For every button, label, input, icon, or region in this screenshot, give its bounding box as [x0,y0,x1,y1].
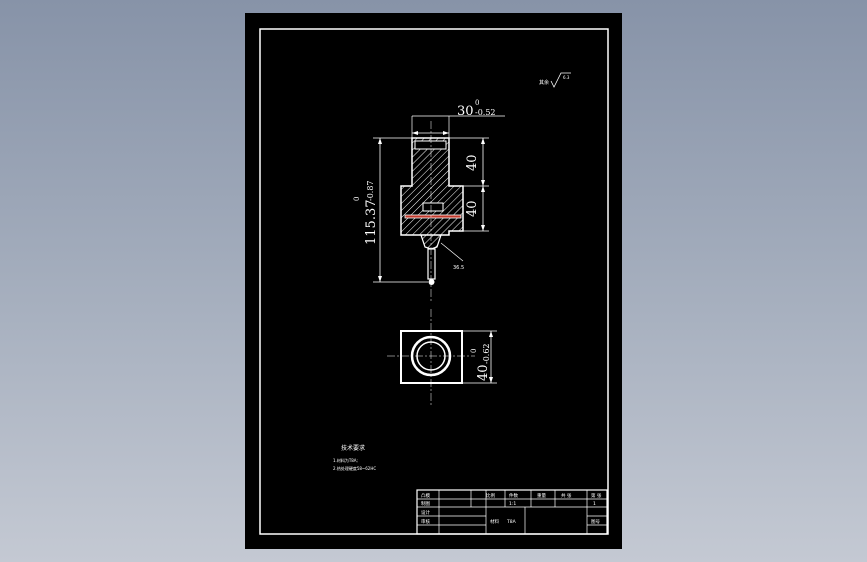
tb-qty-header: 件数 [509,492,518,499]
top-view: 40 0 -0.62 [387,309,497,405]
dim-total-height: 115.37 [364,200,379,246]
tb-scale-header: 比例 [486,492,495,499]
title-block-text: 凸模 比例 件数 重量 共 张 第 张 制图 1:1 1 设计 审核 材料 T8… [421,492,602,525]
notes-item-1: 1.材料为T8A; [333,457,358,463]
punch-body [400,137,464,236]
dim-chamfer: 36.5 [453,265,464,271]
notes-heading: 技术要求 [341,444,365,452]
dim-bottom-width-upper: 0 [470,349,478,353]
front-view: 30 0 -0.52 [353,99,505,303]
technical-notes: 技术要求 1.材料为T8A; 2.热处理硬度58~62HC [333,444,376,471]
drawing-canvas: 其余 6.3 30 0 -0.52 [259,28,609,535]
tb-weight-header: 重量 [537,492,546,499]
dim-bottom-width: 40 [476,364,491,381]
tb-material-label: 材料 [490,518,499,525]
top-view-outer-circle [410,335,452,377]
title-block [416,489,608,535]
tb-material-value: T8A [506,519,517,525]
roughness-label: 其余 [539,79,549,86]
tb-total-sheets: 共 张 [561,492,572,499]
tb-qty-value: 1 [593,501,596,507]
dim-top-width: 30 [457,104,474,119]
tb-sheet-no: 第 张 [591,492,602,499]
tb-part-name: 凸模 [421,492,430,499]
tb-part-no: 图号 [591,519,600,525]
tb-scale-value: 1:1 [509,501,516,507]
dim-top-width-upper: 0 [475,99,479,107]
dim-height-lower: -0.87 [366,180,375,201]
section-mark [404,214,462,219]
tb-design: 设计 [421,509,430,516]
dim-height-upper: 0 [353,197,361,201]
roughness-symbol: 其余 6.3 [539,72,571,88]
drawing-sheet: 其余 6.3 30 0 -0.52 [245,13,622,549]
roughness-value: 6.3 [563,75,570,80]
top-view-square [400,330,463,384]
tb-drawn: 制图 [421,500,430,507]
dim-top-width-lower: -0.52 [475,108,496,117]
tb-review: 审核 [421,518,430,525]
notes-item-2: 2.热处理硬度58~62HC [333,465,376,471]
dim-bottom-width-lower: -0.62 [482,343,491,364]
dim-lower-step: 40 [465,200,480,217]
dim-upper-step: 40 [465,154,480,171]
